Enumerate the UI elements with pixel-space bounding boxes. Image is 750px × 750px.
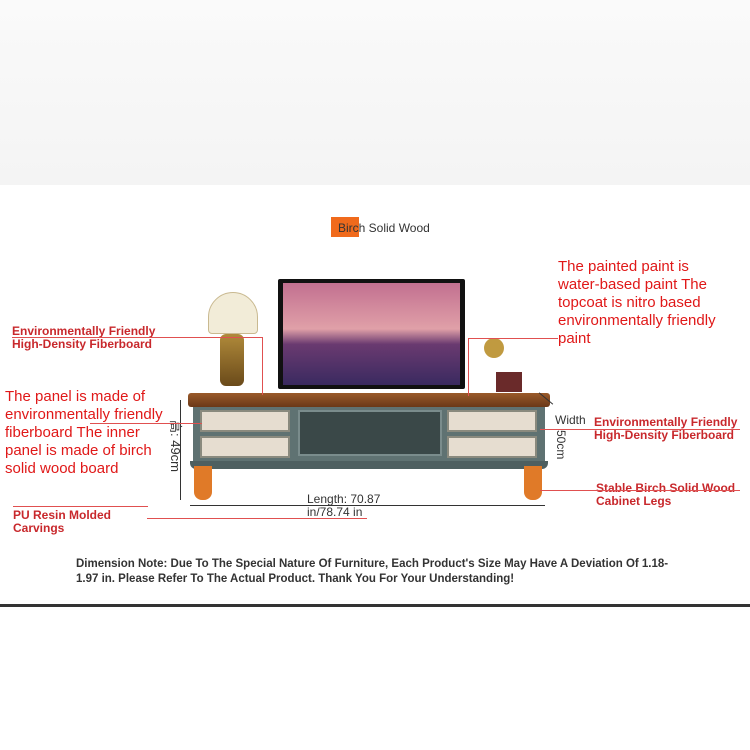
cabinet-leg [194,466,212,500]
glass-doors [298,410,442,456]
callout-line [540,429,740,430]
lamp-base [220,334,244,386]
length-dimension-line [190,505,545,506]
length-dimension-label: Length: 70.87 in/78.74 in [307,492,381,519]
width-label: Width [555,413,586,427]
drawer [447,436,537,458]
tv-screen [283,283,460,385]
callout-panel: The panel is made of environmentally fri… [5,388,163,477]
height-dimension-line [180,400,181,500]
drawer [447,410,537,432]
callout-line [540,490,740,491]
wood-color-swatch [331,217,359,237]
callout-pu-resin: PU Resin Molded Carvings [13,508,112,535]
callout-fiberboard-right: Environmentally Friendly High-Density Fi… [594,415,738,442]
gramophone-body [496,372,522,392]
cabinet-top [188,393,550,407]
callout-paint: The painted paint is water-based paint T… [558,258,716,347]
lamp-shade [208,292,258,334]
callout-line [90,423,202,424]
callout-line [13,506,148,507]
callout-legs: Stable Birch Solid Wood Cabinet Legs [596,481,736,508]
drawer [200,436,290,458]
gramophone-horn [484,338,504,358]
carved-skirt [190,461,548,469]
callout-line [262,337,263,395]
dimension-note: Dimension Note: Due To The Special Natur… [76,558,669,585]
birch-solid-wood-label: Birch Solid Wood [338,221,430,235]
callout-line [468,338,469,396]
cabinet-leg [524,466,542,500]
divider [0,604,750,607]
callout-line [147,518,367,519]
top-background-band [0,0,750,185]
callout-fiberboard-left: Environmentally Friendly High-Density Fi… [12,324,156,351]
drawer [200,410,290,432]
width-value: 50cm [554,430,568,460]
callout-line [12,337,262,338]
callout-line [468,338,558,339]
